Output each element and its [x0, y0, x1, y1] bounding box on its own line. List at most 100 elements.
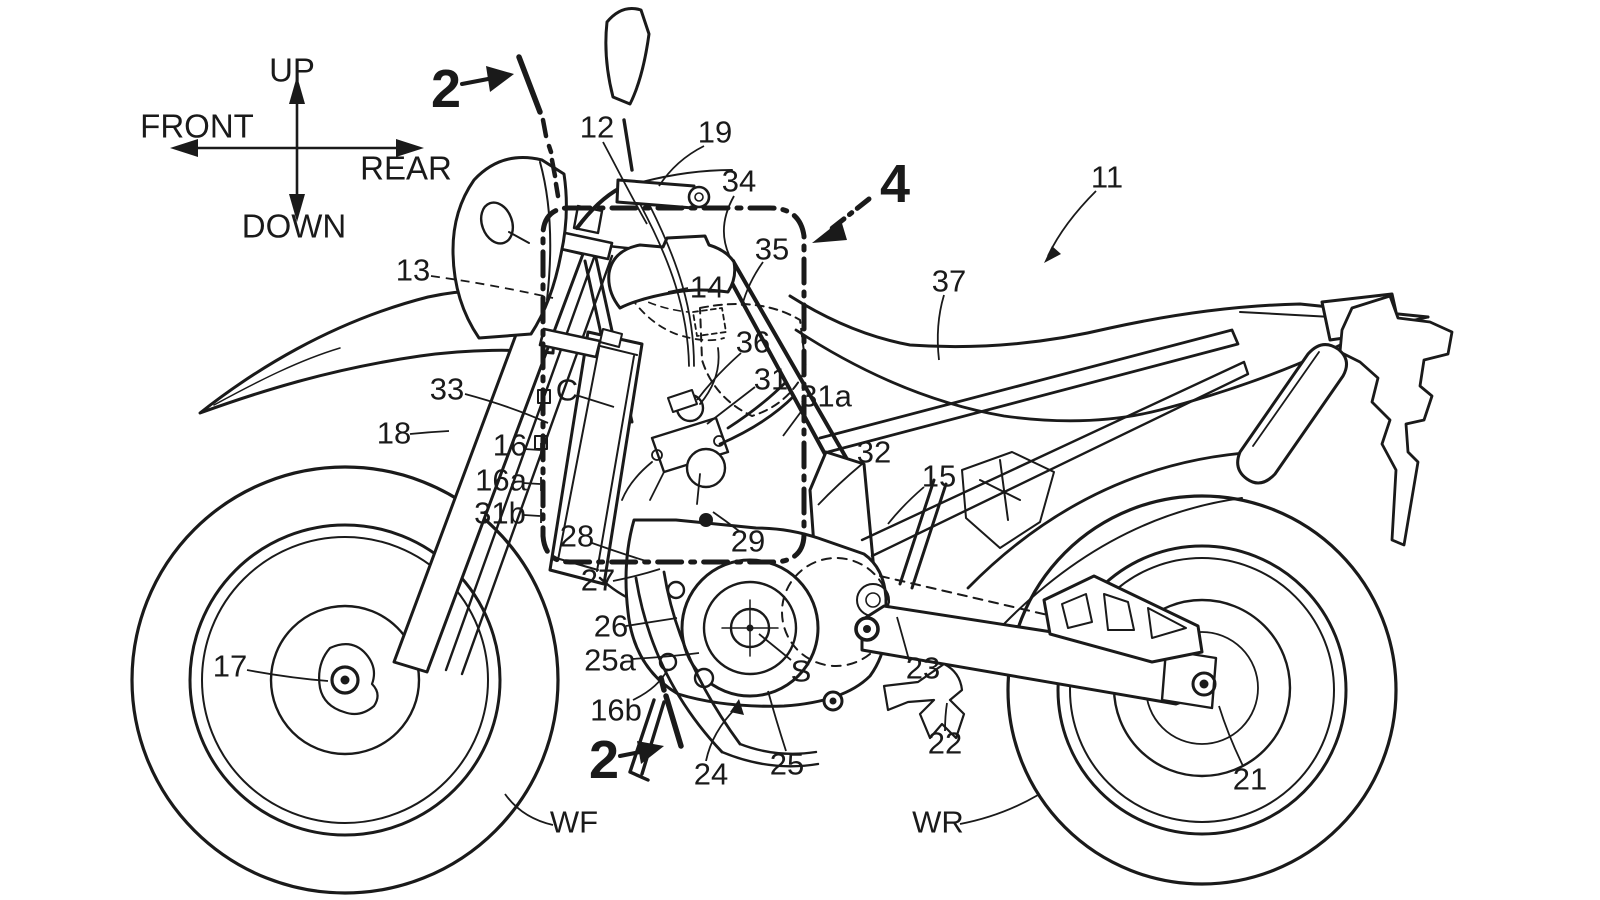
leader-line-16b [632, 668, 669, 701]
tank-cap [666, 235, 706, 239]
leader-line-28 [591, 542, 647, 562]
compass-down-label: DOWN [242, 208, 346, 245]
leader-line-18 [409, 430, 450, 435]
leader-line-19 [658, 145, 705, 187]
main-frame-spar [731, 259, 854, 470]
section-line-2-top [460, 54, 561, 199]
fork-tube-rear [444, 250, 614, 676]
leader-line-C [578, 395, 615, 408]
leader-line-35 [741, 261, 764, 307]
leader-line-31 [706, 386, 756, 425]
ref-label-31b: 31b [474, 496, 526, 531]
ref-label-31: 31 [754, 362, 788, 397]
leader-arrowhead-11 [1044, 246, 1061, 263]
ref-label-16a: 16a [475, 463, 527, 498]
ref-label-11: 11 [1091, 160, 1123, 195]
chain-guard [1042, 574, 1204, 664]
leader-line-11 [1047, 190, 1097, 257]
mudflap [1338, 294, 1454, 547]
ref-label-28: 28 [560, 519, 594, 554]
ref-label-WR: WR [912, 805, 964, 840]
leader-line-36 [696, 352, 742, 401]
ref-label-WF: WF [550, 805, 598, 840]
section-4-label: 4 [880, 154, 910, 214]
leader-line-12 [602, 141, 648, 225]
leader-line-21 [1218, 705, 1244, 767]
leader-line-34 [722, 195, 735, 258]
ref-label-21: 21 [1233, 762, 1267, 797]
cockpit [575, 7, 733, 367]
ref-label-16: 16 [493, 428, 527, 463]
ref-label-35: 35 [755, 232, 789, 267]
ref-label-S: S [791, 654, 812, 689]
ref-label-18: 18 [377, 416, 411, 451]
leader-line-25a [630, 652, 700, 660]
mirror-stalk [622, 118, 634, 172]
brake-lever [641, 169, 733, 183]
ref-label-25: 25 [770, 747, 804, 782]
rear-wheel [1006, 494, 1398, 886]
ref-label-12: 12 [580, 110, 614, 145]
controls [628, 662, 966, 782]
ref-label-36: 36 [736, 325, 770, 360]
leader-line-16 [523, 443, 542, 457]
section-2-bottom-label: 2 [589, 730, 619, 790]
ref-label-32: 32 [857, 435, 891, 470]
orientation-compass: UP FRONT REAR DOWN [140, 52, 452, 245]
headlight-cowl [451, 156, 568, 340]
leader-line-16a [522, 477, 542, 491]
ref-label-14: 14 [690, 270, 724, 305]
ref-label-27: 27 [581, 563, 615, 598]
down-arrow-icon [289, 194, 305, 222]
rear-arrow-icon [396, 139, 424, 157]
compass-up-label: UP [269, 52, 315, 89]
swingarm-assembly [822, 574, 1218, 712]
radiator-cap [599, 328, 623, 348]
leader-line-WR [959, 794, 1039, 825]
ref-label-33: 33 [430, 372, 464, 407]
leader-line-32 [817, 463, 863, 506]
section-2-top-label: 2 [431, 59, 461, 119]
throttle-body [650, 416, 730, 474]
ref-label-22: 22 [928, 726, 962, 761]
leader-line-15 [887, 486, 925, 525]
section-arrow-4 [812, 196, 872, 243]
ref-label-24: 24 [694, 757, 728, 792]
leader-line-17 [246, 669, 329, 682]
lower-triple-clamp [538, 327, 602, 359]
subframe-upper [818, 328, 1240, 454]
front-wheel [130, 465, 560, 895]
front-fork [392, 204, 614, 676]
kickstand [628, 698, 666, 782]
leader-line-31b [523, 509, 542, 523]
brake-pedal [882, 662, 966, 740]
turn-signal [479, 201, 515, 245]
rear-shock [898, 478, 948, 590]
ref-label-23: 23 [906, 651, 940, 686]
leader-line-33 [464, 393, 549, 424]
leader-line-37 [936, 294, 945, 361]
leader-line-14 [667, 287, 689, 293]
leader-line-26 [625, 617, 678, 627]
ref-label-15: 15 [922, 459, 956, 494]
section-4-arrowhead [812, 220, 847, 243]
engine [621, 347, 891, 768]
ref-label-C: C [556, 373, 578, 408]
footpeg-bracket [961, 451, 1055, 549]
front-hub-cover [318, 643, 379, 716]
compass-front-label: FRONT [140, 108, 254, 145]
leader-line-25 [767, 690, 787, 752]
ref-label-13: 13 [396, 253, 430, 288]
leader-line-13 [430, 275, 554, 299]
leader-line-29 [712, 511, 740, 532]
intake-tube [718, 380, 796, 446]
rear-axle [1199, 679, 1209, 689]
ref-label-31a: 31a [800, 379, 852, 414]
muffler [1236, 343, 1349, 485]
inner-fender-arc [966, 450, 1260, 590]
seat-tail [788, 292, 1454, 625]
leader-line-31a [782, 404, 807, 437]
